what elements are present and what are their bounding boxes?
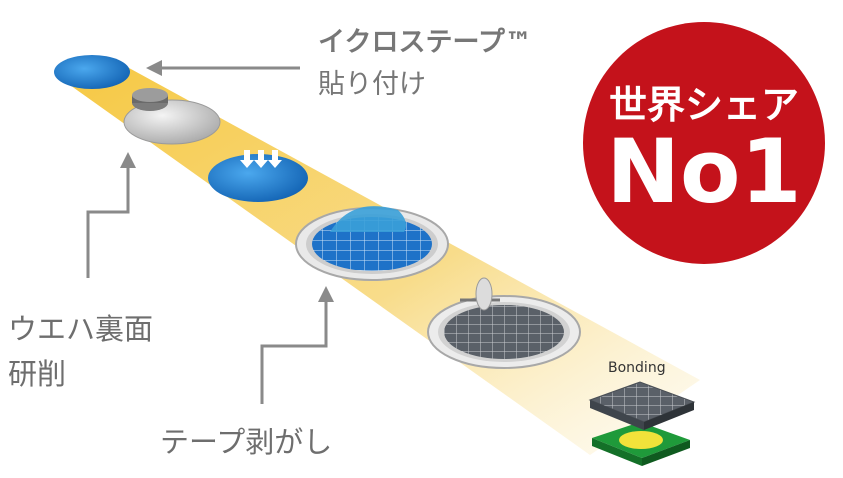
dicing-blade-icon: [475, 277, 493, 311]
wafer-icon: [123, 99, 221, 145]
arrow-peel: [260, 300, 328, 404]
grinding-wheel-top: [132, 88, 168, 102]
badge-title: 世界シェア: [608, 83, 799, 127]
backgrind-label-line1: ウエハ裏面: [8, 312, 154, 346]
tape-name-label: イクロステープ™: [318, 27, 532, 58]
peeling-tape-icon: [330, 206, 406, 232]
tape-peel-label: テープ剥がし: [160, 425, 333, 459]
arrow-grinding: [86, 166, 130, 278]
backgrind-label-line2: 研削: [8, 357, 67, 391]
bonding-label: Bonding: [608, 360, 666, 376]
pcb-side: [592, 438, 642, 466]
diced-wafer-grey-icon: [444, 305, 564, 359]
press-arrows-icon: [240, 150, 282, 168]
badge-rank: No1: [606, 120, 802, 223]
tape-disc-icon: [54, 55, 130, 89]
chip-side: [590, 400, 644, 430]
taped-wafer-icon: [208, 154, 308, 202]
arrow-peel-head: [318, 286, 334, 302]
market-share-badge: 世界シェア No1: [583, 22, 825, 264]
pcb-side-right: [642, 440, 690, 466]
arrow-tape-head: [146, 60, 162, 76]
chip-pad-icon: [619, 431, 663, 449]
chip-side-right: [644, 402, 694, 430]
tape-apply-label: 貼り付け: [318, 69, 426, 100]
arrow-grinding-head: [120, 152, 136, 168]
